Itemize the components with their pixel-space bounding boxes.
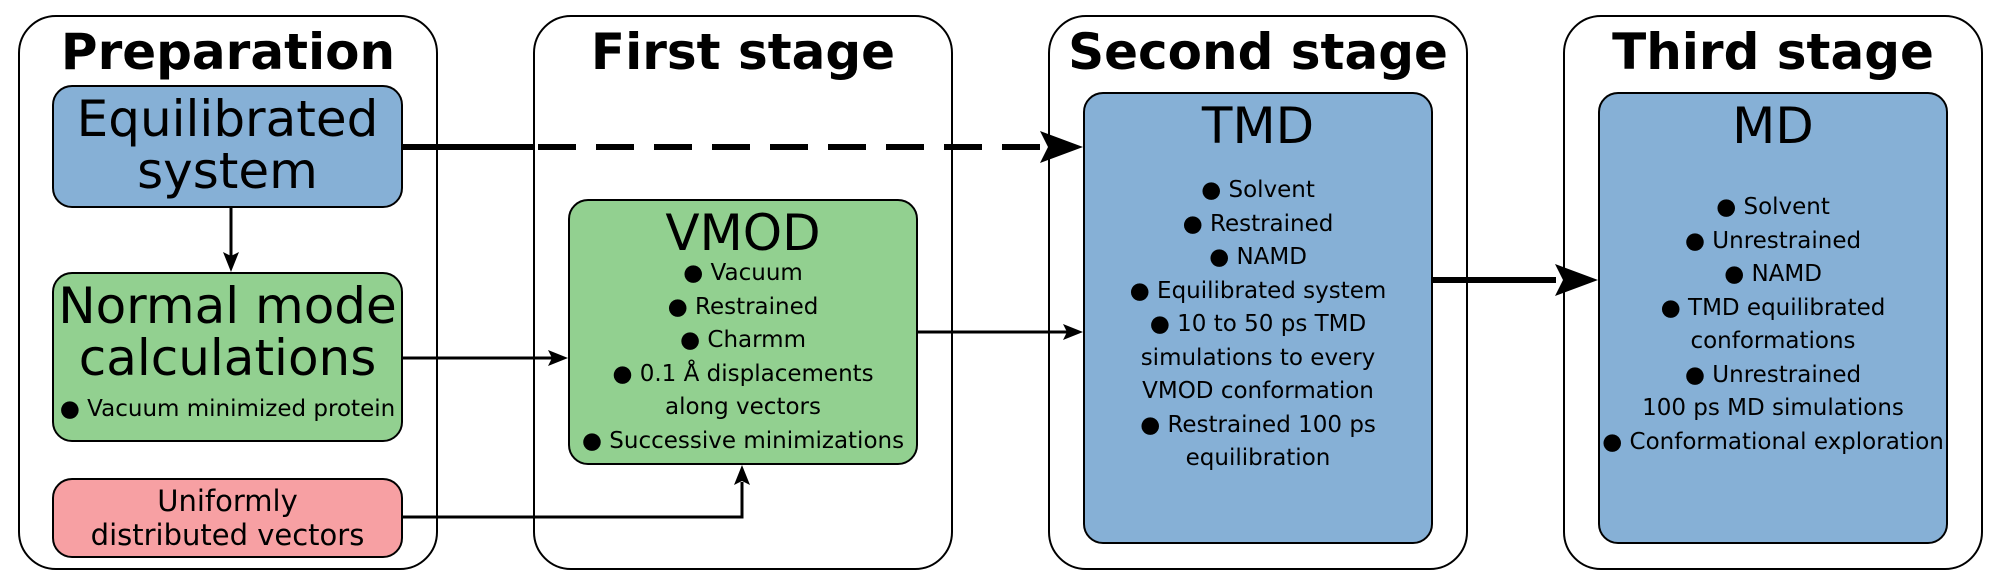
tmd-title: TMD [1201,97,1315,155]
tmd-bullet: ● Restrained [1182,210,1334,237]
normal-mode-box: Normal mode calculations ● Vacuum minimi… [52,272,403,442]
vmod-title: VMOD [665,204,821,262]
tmd-bullets: ● Solvent ● Restrained ● NAMD ● Equilibr… [1085,174,1431,476]
md-bullet: ● NAMD [1724,261,1822,287]
vmod-bullet: ● 0.1 Å displacements [612,360,874,387]
md-bullet: ● Unrestrained [1684,361,1862,388]
arrow-equilibrated-to-normal-mode-head [223,252,239,272]
md-bullet: conformations [1690,328,1856,354]
equilibrated-line2: system [137,142,318,200]
normal-mode-line1: Normal mode [58,277,397,335]
vmod-bullet: ● Restrained [667,293,819,320]
arrow-vectors-to-vmod-head [734,465,750,485]
md-bullet: 100 ps MD simulations [1642,395,1904,421]
vmod-bullet: ● Vacuum [683,260,803,286]
md-bullet: ● TMD equilibrated [1660,294,1886,321]
arrow-vectors-to-vmod [403,482,744,519]
vmod-bullet: along vectors [665,394,821,420]
stage-title-first: First stage [590,23,896,81]
tmd-bullet: ● NAMD [1209,244,1307,270]
vectors-line2: distributed vectors [90,518,365,552]
uniform-vectors-box: Uniformly distributed vectors [52,478,403,558]
vectors-line1: Uniformly [157,484,298,518]
md-bullet: ● Conformational exploration [1602,428,1944,455]
tmd-bullet: ● Solvent [1201,177,1315,203]
tmd-bullet: ● Equilibrated system [1129,277,1387,304]
equilibrated-line1: Equilibrated [76,90,379,148]
vmod-box: VMOD ● Vacuum ● Restrained ● Charmm ● 0.… [568,199,918,465]
md-bullets: ● Solvent ● Unrestrained ● NAMD ● TMD eq… [1600,191,1946,459]
equilibrated-system-box: Equilibrated system [52,85,403,208]
md-box: MD ● Solvent ● Unrestrained ● NAMD ● TMD… [1598,92,1948,544]
stage-title-preparation: Preparation [60,23,396,81]
arrow-vmod-to-tmd-head [1063,324,1083,340]
md-bullet: ● Unrestrained [1684,227,1862,254]
tmd-bullet: simulations to every [1140,344,1376,371]
arrow-tmd-to-md-head [1555,264,1598,296]
tmd-box: TMD ● Solvent ● Restrained ● NAMD ● Equi… [1083,92,1433,544]
normal-mode-line2: calculations [78,329,377,387]
md-title: MD [1732,97,1814,155]
arrow-equilibrated-to-tmd-head [1040,131,1083,163]
tmd-bullet: ● Restrained 100 ps [1140,411,1376,438]
tmd-bullet: VMOD conformation [1142,378,1374,404]
tmd-bullet: equilibration [1185,445,1331,471]
md-bullet: ● Solvent [1716,194,1830,220]
vmod-bullet: ● Charmm [680,327,806,353]
stage-title-second: Second stage [1068,23,1448,81]
vmod-bullet: ● Successive minimizations [581,427,905,454]
stage-title-third: Third stage [1612,23,1934,81]
vmod-bullets: ● Vacuum ● Restrained ● Charmm ● 0.1 Å d… [570,257,916,458]
normal-mode-bullet: ● Vacuum minimized protein [59,396,396,422]
tmd-bullet: ● 10 to 50 ps TMD [1149,311,1367,337]
arrow-normal-mode-to-vmod-head [548,350,568,366]
